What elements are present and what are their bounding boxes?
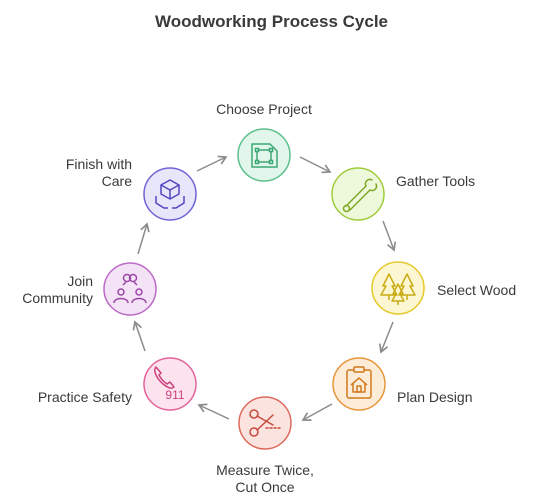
label-select-wood: Select Wood <box>437 282 517 298</box>
arrow-select-to-plan <box>378 321 394 354</box>
step-measure-cut <box>238 396 292 450</box>
step-choose-project <box>237 128 291 182</box>
community-icon <box>113 273 147 304</box>
step-join-community <box>103 262 157 316</box>
label-practice-safety: Practice Safety <box>37 389 132 405</box>
step-finish-care <box>143 167 197 221</box>
diagram-title: Woodworking Process Cycle <box>154 12 389 31</box>
label-plan-design: Plan Design <box>397 389 473 405</box>
step-plan-design <box>332 357 386 411</box>
wrench-icon <box>342 178 378 213</box>
step-practice-safety: 911 <box>143 357 197 411</box>
label-join-community: Join Community <box>22 273 93 306</box>
scissors-icon <box>249 409 283 437</box>
blueprint-icon <box>251 143 278 168</box>
box-hands-icon <box>155 179 185 209</box>
house-plan-icon <box>346 366 372 399</box>
step-select-wood <box>371 261 425 315</box>
arrow-gather-to-select <box>382 220 397 252</box>
label-gather-tools: Gather Tools <box>396 173 476 189</box>
label-measure-cut: Measure Twice, Cut Once <box>216 462 314 495</box>
trees-icon <box>380 273 416 305</box>
label-choose-project: Choose Project <box>216 101 312 117</box>
arrow-measure-to-safety <box>197 403 230 420</box>
phone-911-icon: 911 <box>154 366 185 402</box>
arrow-safety-to-community <box>132 320 146 352</box>
label-finish-care: Finish with Care <box>65 156 132 189</box>
arrow-community-to-finish <box>137 222 150 255</box>
arrow-plan-to-measure <box>301 403 333 421</box>
emergency-number: 911 <box>165 388 184 402</box>
arrow-choose-to-gather <box>299 156 332 174</box>
step-gather-tools <box>331 167 385 221</box>
arrow-finish-to-choose <box>196 155 228 172</box>
